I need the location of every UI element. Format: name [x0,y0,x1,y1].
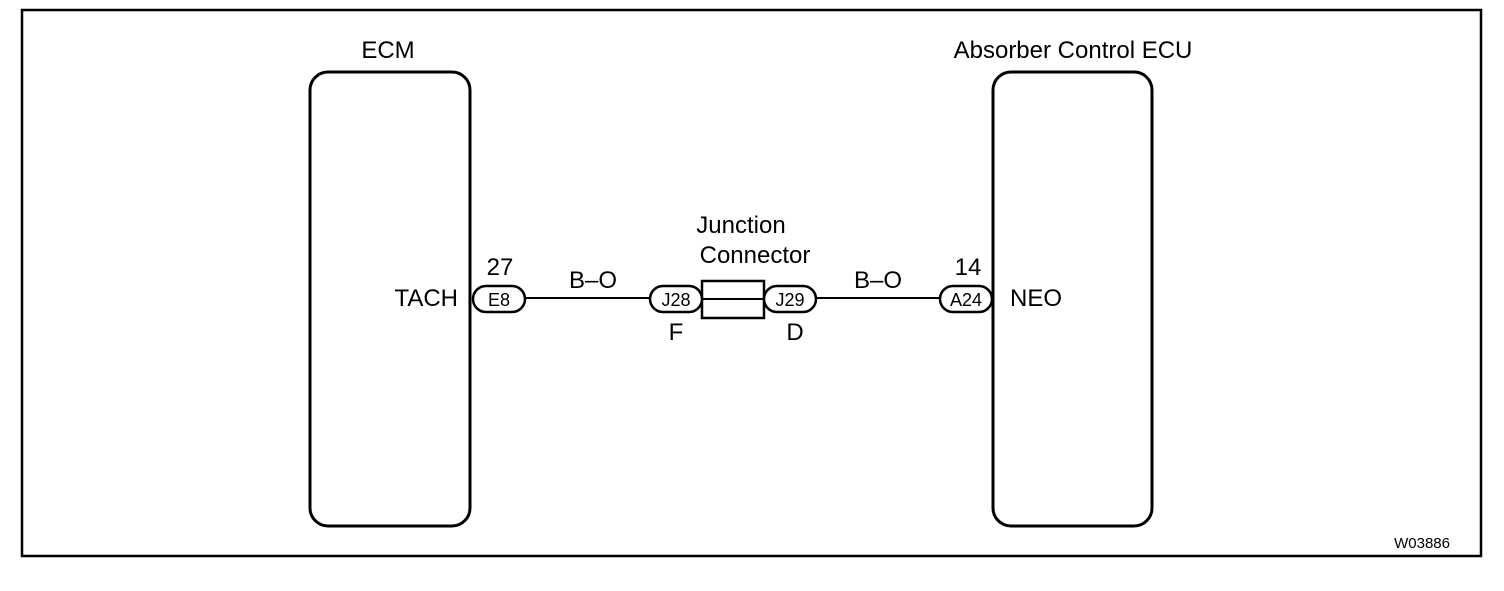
junction-title-line1: Junction [696,212,785,239]
connector-j28-label: J28 [661,290,690,310]
outer-frame [20,8,1483,558]
connector-e8-label: E8 [488,290,510,310]
wire-right-color: B–O [854,267,902,294]
ecm-box [308,70,472,528]
junction-right-pin-label: D [786,319,803,346]
connector-a24-label: A24 [950,290,982,310]
junction-title-line2: Connector [700,242,811,269]
absorber-ecu-title: Absorber Control ECU [954,37,1193,64]
absorber-pin-number: 14 [955,254,982,281]
figure-code: W03886 [1394,535,1450,552]
connector-j29-label: J29 [775,290,804,310]
junction-left-pin-label: F [669,319,684,346]
wire-left-color: B–O [569,267,617,294]
ecm-pin-number: 27 [487,254,514,281]
absorber-ecu-box [991,70,1154,528]
absorber-signal-label: NEO [1010,285,1062,312]
ecm-title: ECM [361,37,414,64]
ecm-signal-label: TACH [394,285,458,312]
connector-j28 [648,284,704,314]
